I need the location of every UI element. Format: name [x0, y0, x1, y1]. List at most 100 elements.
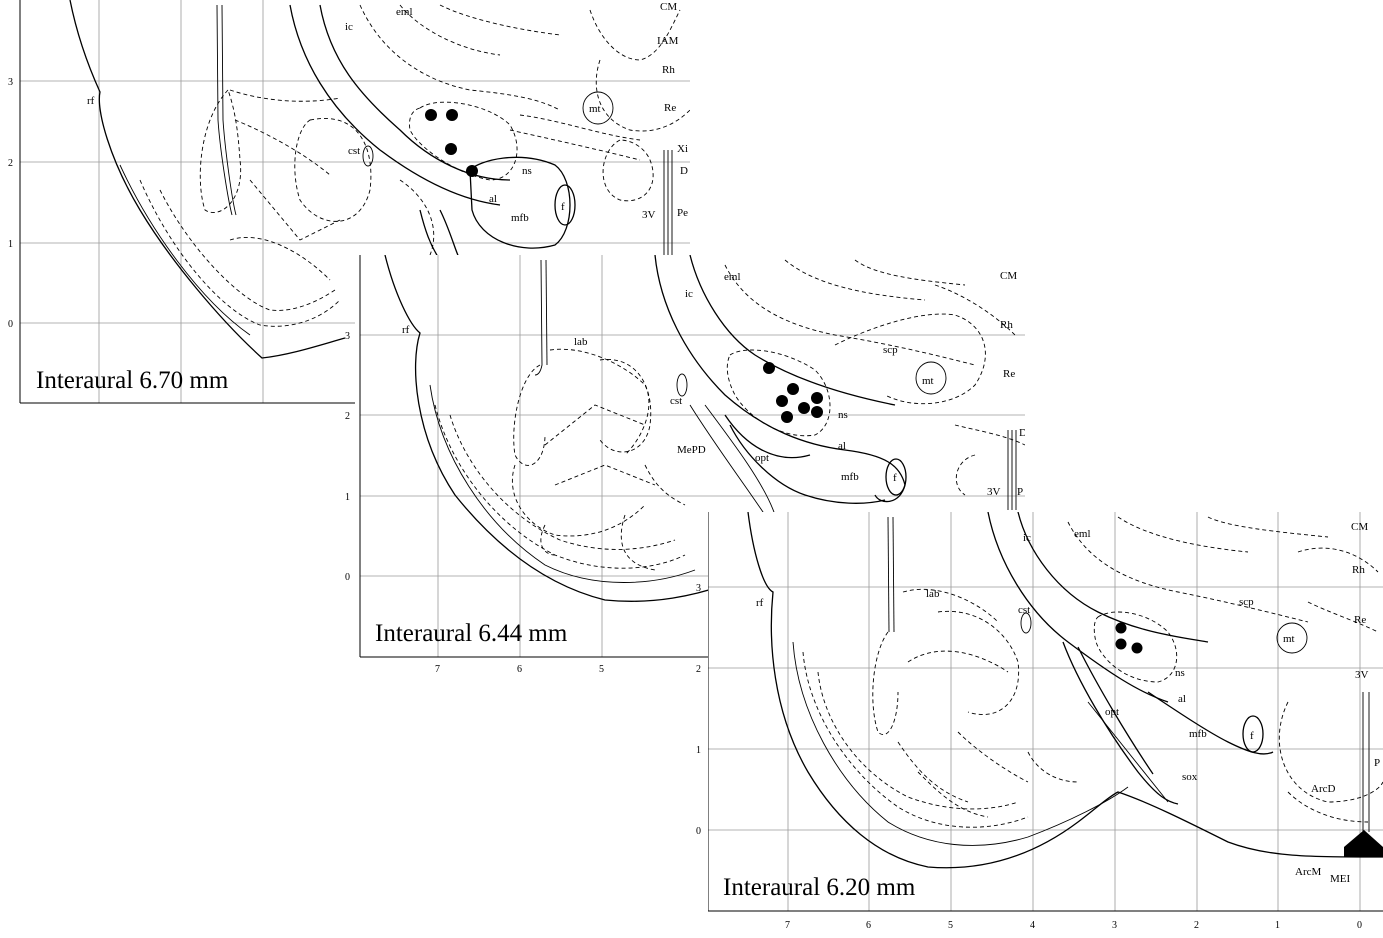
brain-outlines: [747, 512, 1383, 869]
structure-labels: eml CM ic Rh rf lab scp mt Re cst ns al …: [402, 270, 1025, 498]
label-scp: scp: [1239, 596, 1254, 608]
injection-dot: [811, 392, 823, 404]
label-opt: opt: [755, 452, 769, 464]
x-tick: 3: [1112, 920, 1117, 931]
injection-dot: [466, 165, 478, 177]
injection-dot: [446, 109, 458, 121]
label-mt: mt: [1283, 633, 1295, 645]
y-tick: 0: [345, 572, 350, 583]
x-tick: 5: [599, 664, 604, 675]
label-f: f: [561, 201, 565, 213]
section-caption: Interaural 6.20 mm: [723, 874, 916, 901]
label-f: f: [893, 472, 897, 484]
panel-2-y-ticks: 3 2 1 0: [343, 255, 355, 675]
label-cm: CM: [1000, 270, 1017, 282]
label-d: D: [680, 165, 688, 177]
label-cst: cst: [1018, 604, 1030, 616]
label-al: al: [838, 440, 846, 452]
atlas-panel-6-70: ic eml CM IAM Rh mt Re rf cst ns Xi D al…: [0, 0, 690, 410]
label-f: f: [1250, 730, 1254, 742]
label-mfb: mfb: [1189, 728, 1207, 740]
injection-dot: [776, 395, 788, 407]
x-tick: 2: [1194, 920, 1199, 931]
label-rh: Rh: [662, 64, 675, 76]
label-eml: eml: [396, 6, 413, 18]
injection-dot: [445, 143, 457, 155]
injection-dot: [1115, 622, 1127, 634]
label-re: Re: [664, 102, 676, 114]
injection-dot: [763, 362, 775, 374]
y-tick: 3: [345, 331, 350, 342]
label-rf: rf: [756, 597, 764, 609]
label-mt: mt: [922, 375, 934, 387]
label-re: Re: [1354, 614, 1366, 626]
label-eml: eml: [724, 271, 741, 283]
injection-dot: [425, 109, 437, 121]
label-mei: MEI: [1330, 873, 1351, 885]
grid: [708, 512, 1383, 911]
label-d: D: [1019, 427, 1025, 439]
x-axis-ticks: 7 6 5 4 3 2 1 0: [785, 920, 1362, 931]
y-tick: 2: [8, 158, 13, 169]
y-tick: 3: [8, 77, 13, 88]
label-opt: opt: [1105, 706, 1119, 718]
label-3v: 3V: [642, 209, 656, 221]
atlas-panel-6-20: CM ic eml Rh lab cst scp rf Re mt ns 3V …: [708, 512, 1383, 933]
label-mfb: mfb: [841, 471, 859, 483]
label-rh: Rh: [1352, 564, 1365, 576]
x-tick: 6: [517, 664, 522, 675]
section-caption: Interaural 6.44 mm: [375, 620, 568, 647]
atlas-section-6-70-svg: ic eml CM IAM Rh mt Re rf cst ns Xi D al…: [8, 0, 690, 404]
panel-2-y-ticks-svg: 3 2 1 0: [345, 331, 350, 583]
label-cm: CM: [660, 1, 677, 13]
label-al: al: [489, 193, 497, 205]
label-rf: rf: [87, 95, 95, 107]
label-arcm: ArcM: [1295, 866, 1321, 878]
label-ns: ns: [838, 409, 848, 421]
y-axis-ticks: 3 2 1 0: [8, 77, 13, 330]
x-axis-ticks: 7 6 5: [435, 664, 604, 675]
label-mepd: MePD: [677, 444, 706, 456]
injection-dot: [811, 406, 823, 418]
label-eml: eml: [1074, 528, 1091, 540]
injection-dot: [787, 383, 799, 395]
x-tick: 0: [1357, 920, 1362, 931]
grid: [360, 255, 1025, 657]
y-tick: 2: [696, 664, 701, 675]
y-tick: 3: [696, 583, 701, 594]
label-scp: scp: [883, 344, 898, 356]
section-caption: Interaural 6.70 mm: [36, 367, 229, 394]
label-mt: mt: [589, 103, 601, 115]
label-sox: sox: [1182, 771, 1198, 783]
injection-sites: [425, 109, 478, 177]
label-mfb: mfb: [511, 212, 529, 224]
label-cst: cst: [670, 395, 682, 407]
label-rh: Rh: [1000, 319, 1013, 331]
label-lab: lab: [926, 588, 940, 600]
y-tick: 2: [345, 411, 350, 422]
structure-labels: CM ic eml Rh lab cst scp rf Re mt ns 3V …: [756, 521, 1380, 885]
x-tick: 7: [435, 664, 440, 675]
label-re: Re: [1003, 368, 1015, 380]
y-tick: 1: [696, 745, 701, 756]
label-ic: ic: [685, 288, 693, 300]
y-tick: 0: [696, 826, 701, 837]
label-pe: Pe: [677, 207, 688, 219]
label-iam: IAM: [657, 35, 679, 47]
panel-3-y-ticks: 3 2 1 0: [694, 512, 708, 933]
atlas-section-6-44-svg: eml CM ic Rh rf lab scp mt Re cst ns al …: [359, 255, 1025, 675]
injection-sites: [1115, 622, 1143, 654]
y-tick: 1: [345, 492, 350, 503]
injection-dot: [798, 402, 810, 414]
injection-dot: [1115, 638, 1127, 650]
y-tick: 0: [8, 319, 13, 330]
axes: [708, 512, 1383, 912]
atlas-section-6-20-svg: CM ic eml Rh lab cst scp rf Re mt ns 3V …: [708, 512, 1383, 931]
y-tick: 1: [8, 239, 13, 250]
label-3v: 3V: [1355, 669, 1369, 681]
x-tick: 4: [1030, 920, 1035, 931]
panel-3-y-ticks-svg: 3 2 1 0: [696, 583, 701, 837]
label-rf: rf: [402, 324, 410, 336]
label-xi: Xi: [677, 143, 688, 155]
injection-sites: [763, 362, 823, 423]
